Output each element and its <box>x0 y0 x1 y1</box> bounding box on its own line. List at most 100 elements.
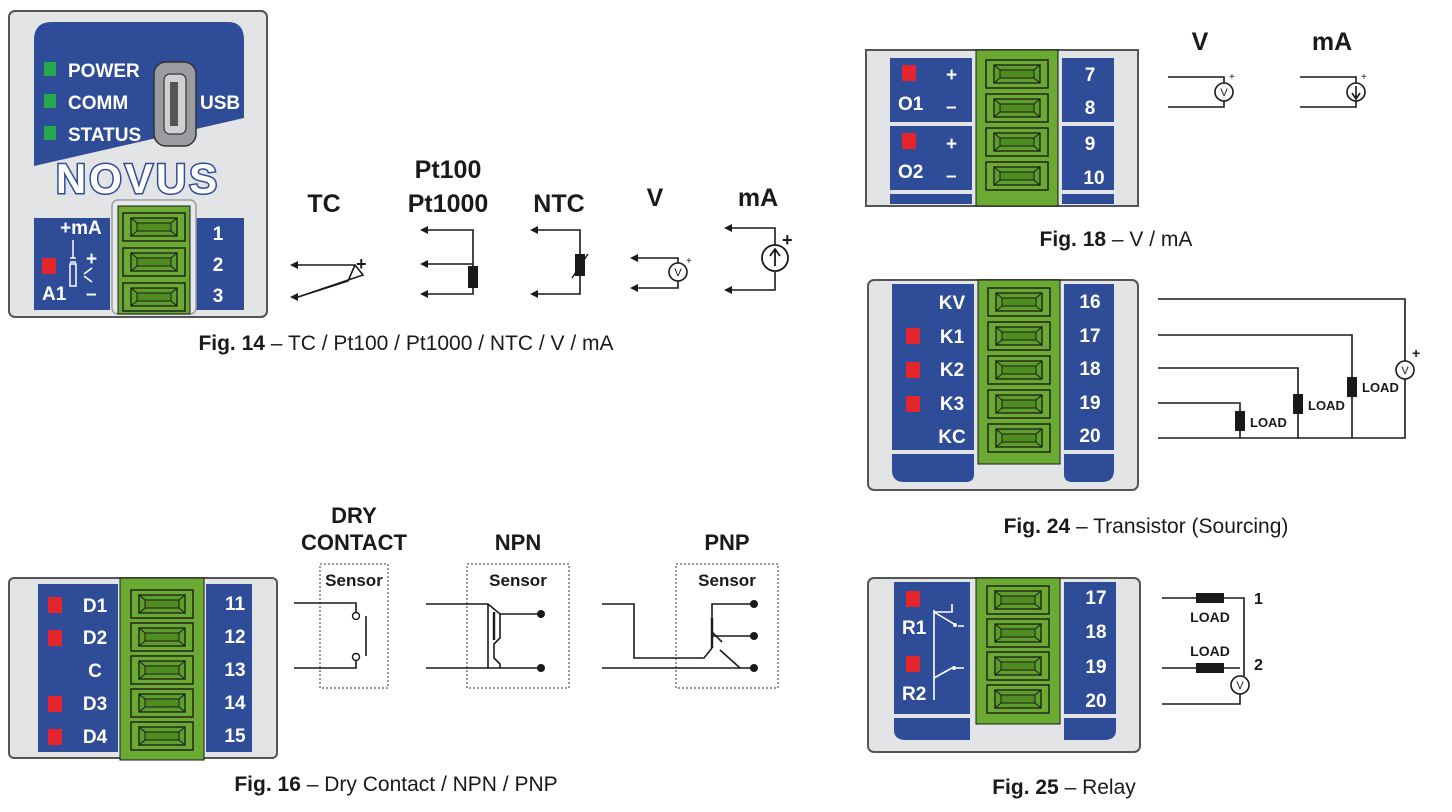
minus-sign: – <box>86 284 97 305</box>
svg-text:+: + <box>946 65 957 86</box>
usb-port-icon <box>153 61 197 147</box>
terminal-7: 7 <box>1085 65 1096 86</box>
pt100-title: Pt100 <box>415 156 482 184</box>
fig25-caption: Fig. 25 – Relay <box>992 776 1136 799</box>
svg-text:+: + <box>356 254 367 274</box>
d3-led <box>48 696 62 712</box>
terminal-9: 9 <box>1085 134 1096 155</box>
fig16-caption: Fig. 16 – Dry Contact / NPN / PNP <box>234 773 557 796</box>
kv-label: KV <box>939 293 966 314</box>
svg-text:LOAD: LOAD <box>1250 415 1287 430</box>
d4-led <box>48 729 62 745</box>
r2-led <box>906 656 920 672</box>
voltmeter-icon: V + <box>1168 72 1235 108</box>
comm-led <box>44 94 56 108</box>
status-led <box>44 126 56 140</box>
terminal-3: 3 <box>213 286 224 307</box>
ntc-title: NTC <box>533 190 584 218</box>
a1-label: A1 <box>42 284 67 305</box>
terminal-16: 16 <box>1079 292 1100 313</box>
fig24-caption: Fig. 24 – Transistor (Sourcing) <box>1004 515 1289 538</box>
novus-logo: NOVUS <box>56 155 220 202</box>
fig14-sensor-types: TC Pt100 Pt1000 NTC V mA + V + <box>290 156 793 301</box>
svg-text:–: – <box>946 97 957 118</box>
c-label: C <box>88 661 102 682</box>
comm-label: COMM <box>68 93 128 114</box>
r2-label: R2 <box>902 684 926 705</box>
ma-output-title: mA <box>1312 28 1352 56</box>
pnp-title: PNP <box>704 530 749 555</box>
rtd-symbol <box>420 226 478 298</box>
svg-text:+: + <box>1229 72 1235 83</box>
fig16-inputs: DRY CONTACT NPN PNP Sensor Sensor Sensor <box>294 503 779 689</box>
terminal-17: 17 <box>1079 326 1100 347</box>
ammeter-icon: + <box>1300 72 1367 108</box>
ma-title: mA <box>738 184 778 212</box>
svg-text:Sensor: Sensor <box>698 571 756 590</box>
d3-label: D3 <box>83 694 107 715</box>
current-source-icon: + <box>724 224 793 294</box>
svg-text:V: V <box>1236 680 1244 692</box>
npn-title: NPN <box>495 530 541 555</box>
svg-text:LOAD: LOAD <box>1362 380 1399 395</box>
fig14-caption: Fig. 14 – TC / Pt100 / Pt1000 / NTC / V … <box>198 332 613 355</box>
fig16-device: D1 D2 C D3 D4 11 12 13 14 15 <box>8 577 278 761</box>
terminal-14: 14 <box>224 693 246 714</box>
terminal-18: 18 <box>1079 359 1100 380</box>
usb-label: USB <box>200 93 240 114</box>
status-label: STATUS <box>68 125 141 146</box>
terminal-8: 8 <box>1085 98 1096 119</box>
d2-label: D2 <box>83 628 107 649</box>
terminal-12: 12 <box>224 627 245 648</box>
terminal-15: 15 <box>224 726 246 747</box>
k1-label: K1 <box>940 327 965 348</box>
dry-contact-symbol: Sensor <box>294 563 389 689</box>
v-output-title: V <box>1192 28 1209 56</box>
d1-label: D1 <box>83 596 108 617</box>
d1-led <box>48 597 62 613</box>
svg-text:–: – <box>946 166 957 187</box>
terminal-2: 2 <box>213 255 224 276</box>
fig25-device: R1 R2 17 18 19 20 <box>867 577 1141 753</box>
dry-title-1: DRY <box>331 503 377 528</box>
pt1000-title: Pt1000 <box>408 190 489 218</box>
o2-label: O2 <box>898 162 923 183</box>
voltage-source-icon: V + <box>630 254 692 292</box>
svg-text:Sensor: Sensor <box>489 571 547 590</box>
power-label: POWER <box>68 61 140 82</box>
svg-text:+: + <box>1412 345 1420 361</box>
kc-label: KC <box>938 427 966 448</box>
svg-text:LOAD: LOAD <box>1308 398 1345 413</box>
k3-led <box>906 396 920 412</box>
tc-title: TC <box>307 190 340 218</box>
fig14-device: POWER COMM STATUS USB NOVUS +mA + – A1 1… <box>8 10 268 318</box>
k3-label: K3 <box>940 394 964 415</box>
o1-label: O1 <box>898 94 924 115</box>
svg-text:LOAD: LOAD <box>1190 609 1230 625</box>
supply-voltage-icon: V + <box>1395 345 1420 380</box>
r1-led <box>906 591 920 607</box>
d4-label: D4 <box>83 727 108 748</box>
o1-led <box>902 65 916 81</box>
terminal-20b: 20 <box>1085 691 1106 712</box>
terminal-18b: 18 <box>1085 622 1106 643</box>
d2-led <box>48 630 62 646</box>
terminal-20: 20 <box>1079 426 1100 447</box>
terminal-19: 19 <box>1079 393 1100 414</box>
svg-text:+: + <box>946 134 957 155</box>
thermocouple-symbol: + <box>290 254 367 301</box>
ntc-symbol <box>530 226 589 298</box>
power-led <box>44 62 56 76</box>
svg-text:+: + <box>1361 72 1367 83</box>
svg-text:LOAD: LOAD <box>1190 643 1230 659</box>
a1-led <box>42 258 56 274</box>
v-title: V <box>647 184 664 212</box>
relay-voltage-icon: V <box>1230 675 1250 695</box>
plus-ma-label: +mA <box>60 218 102 239</box>
k2-label: K2 <box>940 360 964 381</box>
fig24-device: KV K1 K2 K3 KC 16 17 18 19 20 <box>867 279 1139 491</box>
r1-label: R1 <box>902 618 927 639</box>
k1-led <box>906 328 920 344</box>
terminal-13: 13 <box>224 660 245 681</box>
